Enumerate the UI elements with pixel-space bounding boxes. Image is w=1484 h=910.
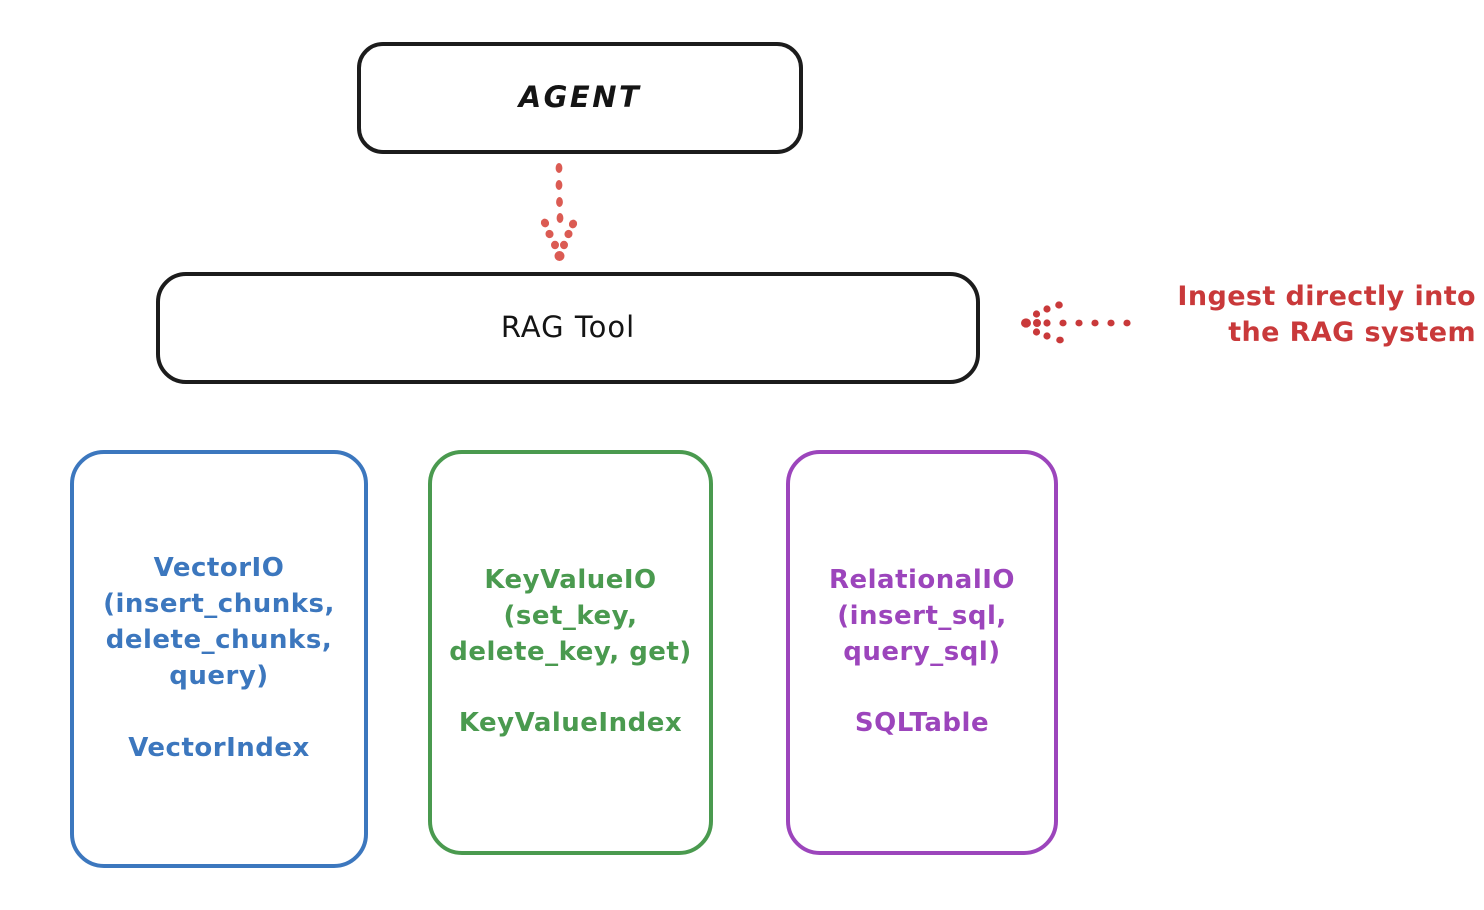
node-relational-io-label: RelationalIO (insert_sql, query_sql) SQL… [828, 564, 1016, 739]
connector-ingest-annotation-arrow [1021, 301, 1131, 344]
node-vector-io[interactable]: VectorIO (insert_chunks, delete_chunks, … [70, 450, 368, 868]
node-rag-tool-label: RAG Tool [500, 310, 636, 345]
node-agent[interactable]: AGENT [357, 42, 803, 154]
node-rag-tool[interactable]: RAG Tool [156, 272, 980, 384]
connector-agent-to-rag-tool-arrow [540, 163, 578, 261]
node-key-value-io[interactable]: KeyValueIO (set_key, delete_key, get) Ke… [428, 450, 713, 855]
node-agent-label: AGENT [518, 80, 642, 115]
node-relational-io[interactable]: RelationalIO (insert_sql, query_sql) SQL… [786, 450, 1058, 855]
annotation-ingest-directly: Ingest directly into the RAG system [1177, 281, 1476, 348]
node-vector-io-label: VectorIO (insert_chunks, delete_chunks, … [103, 553, 335, 763]
node-key-value-io-label: KeyValueIO (set_key, delete_key, get) Ke… [449, 564, 692, 739]
